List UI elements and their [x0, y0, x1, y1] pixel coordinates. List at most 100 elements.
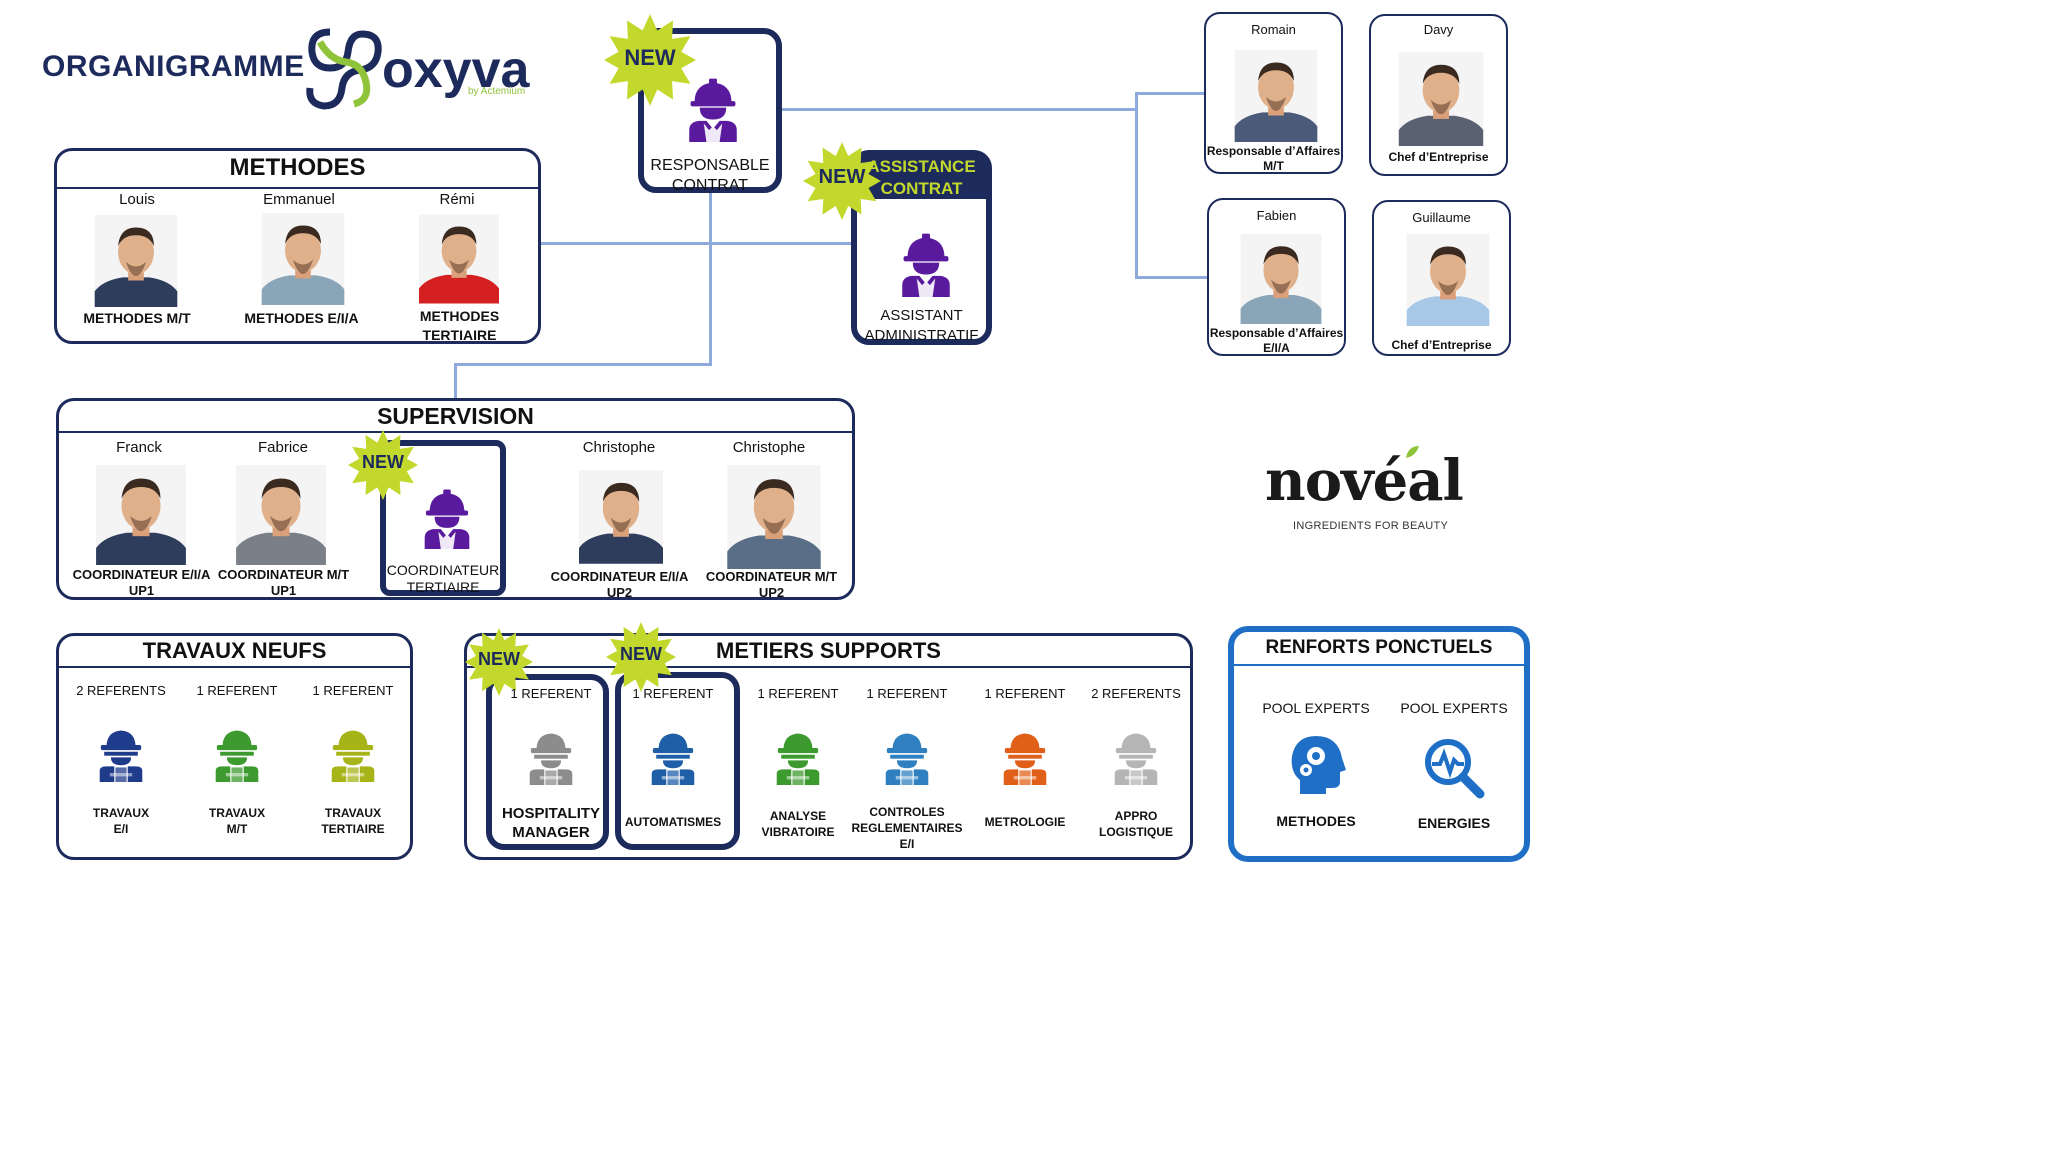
page-title: ORGANIGRAMME — [42, 50, 305, 83]
referent-count: 2 REFERENTS — [1091, 686, 1181, 701]
leaf-icon — [1406, 446, 1419, 458]
supervision-title: SUPERVISION — [59, 401, 852, 433]
oxyva-logo-mark-icon — [306, 28, 382, 110]
new-badge: NEW — [606, 622, 676, 692]
referent-count: 1 REFERENT — [757, 686, 839, 701]
person-role: METHODES E/I/A — [244, 310, 359, 326]
methodes-section: METHODES Louis METHODES M/T Emmanuel MET… — [54, 148, 541, 344]
connector-line — [540, 242, 853, 245]
person-role: METHODES M/T — [83, 310, 191, 326]
connector-line — [1135, 92, 1138, 278]
person-photo — [229, 465, 333, 565]
worker-icon — [209, 719, 265, 789]
person-name: Fabien — [1256, 208, 1297, 223]
referent-count: 1 REFERENT — [196, 683, 278, 698]
item-label: AUTOMATISMES — [624, 815, 722, 829]
head-gears-icon — [1291, 736, 1346, 794]
connector-line — [454, 363, 457, 399]
worker-icon — [893, 228, 959, 300]
referent-count: 1 REFERENT — [984, 686, 1066, 701]
new-badge: NEW — [465, 628, 533, 696]
item-label: METROLOGIE — [984, 815, 1066, 829]
renforts-ponctuels-section: RENFORTS PONCTUELS POOL EXPERTS METHODES… — [1228, 626, 1530, 862]
person-photo — [579, 465, 663, 569]
worker-icon — [523, 722, 579, 792]
worker-icon — [997, 722, 1053, 792]
renforts-item-top: POOL EXPERTS — [1400, 700, 1508, 716]
person-photo — [93, 465, 189, 565]
person-name: Christophe — [732, 439, 806, 456]
connector-line — [709, 193, 712, 365]
renforts-item-bottom: ENERGIES — [1417, 815, 1491, 831]
worker-icon — [325, 719, 381, 789]
person-photo — [1235, 234, 1327, 324]
person-name: Romain — [1251, 22, 1296, 37]
person-photo — [1389, 52, 1493, 146]
assistance-title-bar — [854, 153, 989, 199]
noveal-logo: novéal INGREDIENTS FOR BEAUTY — [1265, 446, 1465, 538]
renforts-title: RENFORTS PONCTUELS — [1234, 632, 1524, 666]
renforts-item-bottom: METHODES — [1276, 813, 1356, 829]
magnifier-pulse-icon — [1425, 739, 1485, 799]
connector-line — [454, 363, 712, 366]
referent-count: 1 REFERENT — [866, 686, 948, 701]
person-photo — [1402, 234, 1494, 326]
person-name: Christophe — [582, 439, 656, 456]
person-name: Guillaume — [1412, 210, 1471, 225]
renforts-item-top: POOL EXPERTS — [1262, 700, 1370, 716]
person-role: Chef d’Entreprise — [1391, 338, 1492, 352]
oxyva-logo-text: oxyva — [382, 41, 530, 99]
connector-line — [1135, 276, 1207, 279]
person-name: Louis — [119, 191, 155, 208]
worker-icon — [93, 719, 149, 789]
person-name: Fabrice — [257, 439, 309, 456]
travaux-title: TRAVAUX NEUFS — [59, 636, 410, 668]
person-name: Emmanuel — [263, 191, 335, 208]
client-card-davy: Davy Chef d’Entreprise — [1369, 14, 1508, 176]
person-name: Franck — [116, 439, 162, 456]
referent-count: 2 REFERENTS — [76, 683, 166, 698]
oxyva-logo: oxyva by Actemium — [300, 22, 540, 114]
new-badge: NEW — [803, 142, 881, 220]
worker-icon — [770, 722, 826, 792]
person-photo — [721, 465, 827, 569]
new-badge: NEW — [604, 14, 696, 106]
connector-line — [780, 108, 1137, 111]
person-photo — [257, 213, 349, 305]
person-photo — [92, 215, 180, 307]
worker-icon — [879, 722, 935, 792]
client-card-guillaume: Guillaume Chef d’Entreprise — [1372, 200, 1511, 356]
person-role: Chef d’Entreprise — [1388, 150, 1489, 164]
noveal-tagline: INGREDIENTS FOR BEAUTY — [1293, 520, 1449, 532]
referent-count: 1 REFERENT — [312, 683, 394, 698]
new-badge: NEW — [348, 430, 418, 500]
metiers-item: 1 REFERENT METROLOGIE — [960, 686, 1090, 856]
worker-icon — [416, 484, 478, 552]
worker-icon — [1108, 722, 1164, 792]
person-photo — [419, 213, 499, 305]
referent-count: 1 REFERENT — [510, 686, 592, 701]
